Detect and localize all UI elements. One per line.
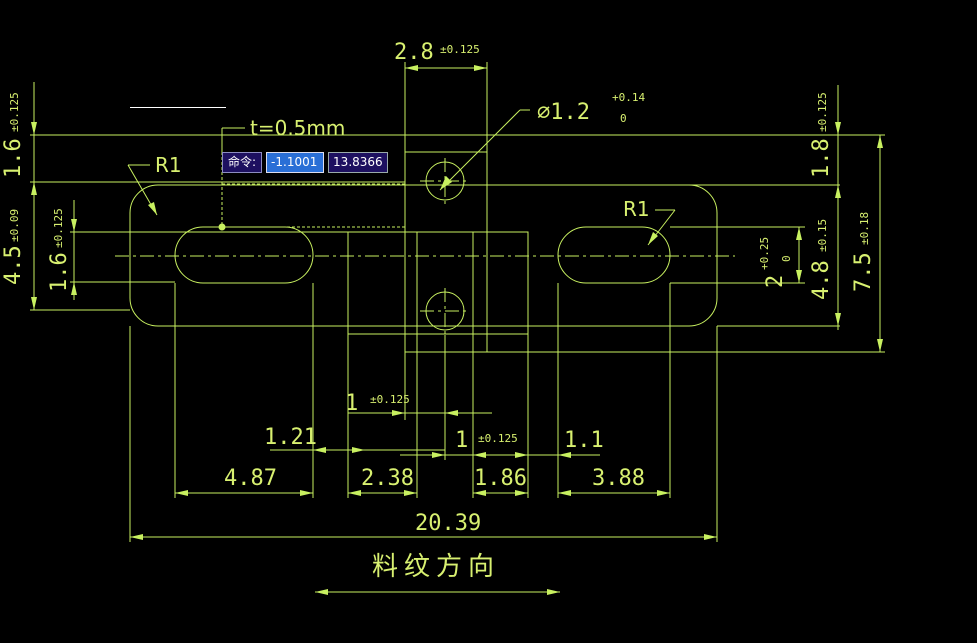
- x-coordinate-input[interactable]: -1.1001: [266, 152, 325, 173]
- dim-diameter-tol-lo: 0: [620, 112, 627, 125]
- dim-right-4-8: 4.8: [809, 260, 834, 300]
- dim-1-21: 1.21: [264, 425, 317, 450]
- dim-1-upper-tol: ±0.125: [370, 393, 410, 406]
- dim-overall: 20.39: [415, 511, 481, 536]
- dim-diameter: ∅1.2: [537, 100, 590, 125]
- dim-4-87: 4.87: [224, 466, 277, 491]
- command-label: 命令:: [222, 152, 263, 173]
- center-window: [347, 231, 529, 335]
- dim-right-2: 2: [763, 275, 788, 288]
- dim-right-1-8: 1.8: [809, 138, 834, 178]
- slot-left: [174, 226, 314, 284]
- dim-left-1-6: 1.6: [1, 138, 26, 178]
- slot-right: [557, 226, 671, 284]
- thickness-label: t=0.5mm: [250, 116, 345, 140]
- dim-1-lower: 1: [455, 428, 468, 453]
- dim-2-38: 2.38: [361, 466, 414, 491]
- dim-3-88: 3.88: [592, 466, 645, 491]
- dim-diameter-tol-up: +0.14: [612, 91, 645, 104]
- dim-right-2-tol-up: +0.25: [758, 237, 771, 270]
- dim-1-1: 1.1: [564, 428, 604, 453]
- dim-right-1-8-tol: ±0.125: [816, 92, 829, 132]
- center-tab: [404, 151, 488, 353]
- dim-right-7-5-tol: ±0.18: [858, 212, 871, 245]
- dim-left-1-6-tol: ±0.125: [8, 92, 21, 132]
- dim-left-1-6b: 1.6: [47, 252, 72, 292]
- dim-1-lower-tol: ±0.125: [478, 432, 518, 445]
- dim-2-8: 2.8: [394, 40, 434, 65]
- dim-1-86: 1.86: [474, 466, 527, 491]
- radius-left: R1: [155, 153, 182, 177]
- dim-right-4-8-tol: ±0.15: [816, 219, 829, 252]
- dim-left-1-6b-tol: ±0.125: [52, 208, 65, 248]
- dynamic-input-bar[interactable]: 命令: -1.1001 13.8366: [222, 152, 389, 173]
- grain-direction-label: 料纹方向: [372, 552, 500, 582]
- dim-left-4-5-tol: ±0.09: [8, 209, 21, 242]
- selection-underline: [130, 107, 226, 108]
- dim-right-2-tol-lo: 0: [780, 255, 793, 262]
- dim-left-4-5: 4.5: [1, 245, 26, 285]
- snap-point: [218, 223, 226, 231]
- dim-2-8-tol: ±0.125: [440, 43, 480, 56]
- y-coordinate-input[interactable]: 13.8366: [328, 152, 389, 173]
- dim-1-upper: 1: [345, 391, 358, 416]
- radius-right: R1: [623, 197, 650, 221]
- dim-right-7-5: 7.5: [851, 252, 876, 292]
